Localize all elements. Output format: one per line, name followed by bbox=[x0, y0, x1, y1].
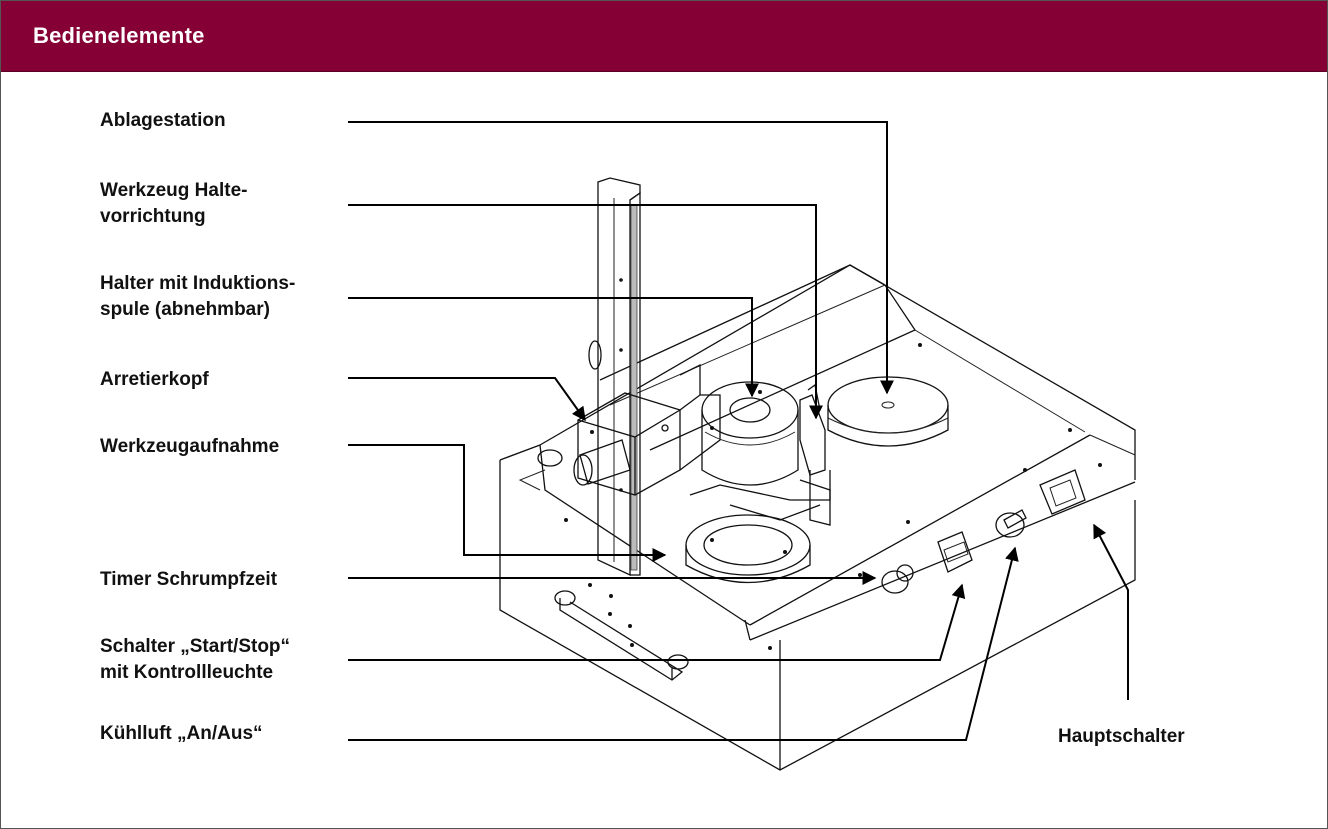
section-header: Bedienelemente bbox=[1, 1, 1327, 72]
leader-schalter-start-stop bbox=[348, 583, 966, 661]
label-timer-schrumpfzeit: Timer Schrumpfzeit bbox=[100, 569, 278, 590]
leader-halter-induktionsspule bbox=[348, 297, 759, 398]
leader-werkzeug-haltevorrichtung bbox=[348, 204, 823, 420]
label-ablagestation: Ablagestation bbox=[100, 110, 226, 131]
leader-werkzeugaufnahme bbox=[348, 444, 667, 562]
leader-hauptschalter bbox=[1093, 523, 1129, 700]
section-title: Bedienelemente bbox=[33, 23, 205, 48]
label-schalter-start-stop: Schalter „Start/Stop“ mit Kontrollleucht… bbox=[100, 636, 291, 683]
label-kuehlluft: Kühlluft „An/Aus“ bbox=[100, 723, 263, 744]
machine-illustration bbox=[499, 177, 1136, 771]
label-halter-induktionsspule: Halter mit Induktions- spule (abnehmbar) bbox=[100, 273, 296, 320]
leader-kuehlluft bbox=[348, 546, 1019, 741]
label-arretierkopf: Arretierkopf bbox=[100, 369, 209, 390]
leader-lines bbox=[348, 121, 1129, 741]
label-werkzeug-haltevorrichtung: Werkzeug Halte- vorrichtung bbox=[100, 180, 248, 227]
label-hauptschalter: Hauptschalter bbox=[1058, 726, 1185, 747]
leader-ablagestation bbox=[348, 121, 894, 395]
leader-arretierkopf bbox=[348, 377, 586, 422]
label-werkzeugaufnahme: Werkzeugaufnahme bbox=[100, 436, 280, 457]
